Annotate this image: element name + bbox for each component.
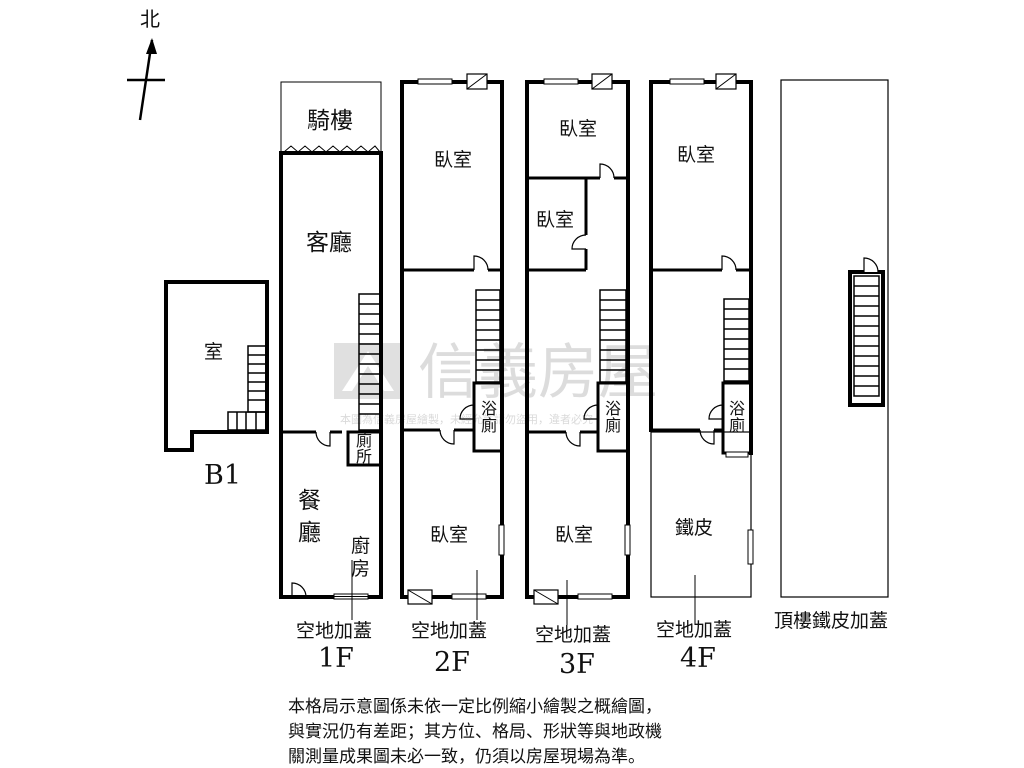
roof-stair	[853, 275, 880, 397]
floor-2f	[400, 73, 505, 620]
3f-bedroom-mid-label: 臥室	[536, 209, 574, 231]
b1-stair	[227, 345, 267, 431]
1f-floor-label: 1F	[318, 643, 354, 674]
4f-extension-label: 空地加蓋	[656, 619, 732, 641]
1f-extension-label: 空地加蓋	[296, 620, 372, 642]
roof-label: 頂樓鐵皮加蓋	[774, 610, 888, 632]
2f-bedroom-bottom-label: 臥室	[430, 524, 468, 546]
3f-bath-label-2: 廁	[605, 416, 621, 435]
4f-bath-label-1: 浴	[729, 399, 745, 418]
2f-stair	[475, 289, 501, 383]
3f-floor-label: 3F	[559, 649, 595, 680]
b1-room-label: 室	[204, 341, 223, 363]
north-arrow: 北	[127, 7, 165, 121]
4f-floor-label: 4F	[680, 643, 716, 674]
floor-roof	[780, 79, 889, 598]
1f-door-dining	[315, 431, 331, 447]
1f-kitchen-label-1: 廚	[351, 534, 370, 557]
1f-dining-label-1: 餐	[298, 488, 321, 514]
4f-door-bottom	[699, 429, 715, 445]
2f-door-bottom	[439, 429, 455, 445]
b1-floor-label: B1	[204, 460, 241, 491]
4f-metal-sheet-box	[650, 431, 752, 598]
1f-toilet-label-2: 所	[356, 447, 372, 466]
4f-bedroom-top-label: 臥室	[677, 144, 715, 166]
roof-outline	[780, 79, 889, 598]
3f-door-top	[599, 163, 615, 179]
1f-stair	[358, 293, 381, 431]
3f-bedroom-bottom-label: 臥室	[555, 524, 593, 546]
watermark-logo	[334, 343, 402, 399]
disclaimer-line-1: 本格局示意圖係未依一定比例縮小繪製之概繪圖，	[288, 697, 662, 717]
floor-b1	[164, 280, 269, 452]
floor-1f	[279, 81, 383, 620]
3f-door-bottom	[565, 431, 581, 447]
1f-dining-label-2: 廳	[298, 520, 321, 546]
1f-toilet-label-1: 廁	[356, 431, 372, 450]
4f-door-top	[721, 255, 737, 271]
2f-door-top	[473, 255, 489, 271]
3f-bath-box	[596, 381, 630, 453]
2f-bath-label-1: 浴	[481, 399, 497, 418]
north-label: 北	[140, 7, 160, 31]
1f-door-back	[291, 582, 307, 598]
3f-stair	[599, 289, 627, 383]
disclaimer-line-3: 關測量成果圖未必一致，仍須以房屋現場為準。	[288, 747, 645, 767]
3f-extension-label: 空地加蓋	[535, 624, 611, 646]
2f-bath-box	[472, 381, 504, 453]
floor-4f	[649, 73, 754, 625]
3f-door-mid	[571, 234, 587, 250]
floor-3f	[525, 73, 631, 625]
roof-stair-housing	[848, 270, 885, 407]
1f-arcade-label: 騎樓	[307, 108, 353, 134]
2f-bath-label-2: 廁	[481, 416, 497, 435]
2f-floor-label: 2F	[434, 647, 470, 678]
3f-bedroom-top-label: 臥室	[559, 118, 597, 140]
1f-kitchen-label-2: 房	[351, 558, 370, 580]
1f-outline	[279, 151, 383, 599]
1f-toilet-box	[346, 430, 383, 467]
disclaimer-line-2: 與實況仍有差距；其方位、格局、形狀等與地政機	[288, 722, 662, 742]
4f-metal-sheet-label: 鐵皮	[675, 517, 713, 539]
3f-bath-label-1: 浴	[605, 399, 621, 418]
4f-bath-label-2: 廁	[729, 416, 745, 435]
2f-extension-label: 空地加蓋	[411, 620, 487, 642]
2f-bedroom-top-label: 臥室	[434, 149, 472, 171]
watermark-brand: 信義房屋	[418, 338, 658, 408]
4f-stair	[723, 298, 750, 382]
2f-door-bath	[459, 404, 475, 420]
3f-door-bath	[583, 404, 599, 420]
4f-door-bath	[708, 404, 724, 420]
1f-living-label: 客廳	[306, 230, 352, 256]
roof-door	[863, 257, 879, 273]
b1-outline	[164, 280, 269, 452]
